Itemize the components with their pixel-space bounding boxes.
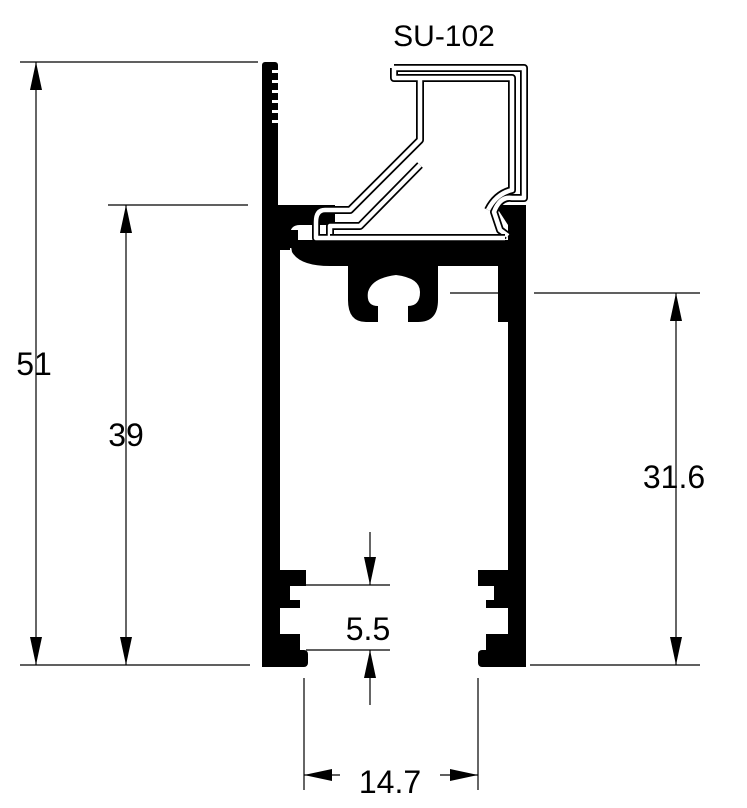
left-flange <box>262 62 278 212</box>
right-wall <box>508 205 526 667</box>
flange-notches <box>272 70 278 123</box>
bottom-right-bar <box>478 650 526 667</box>
dim-label-right-height: 31.6 <box>643 459 705 495</box>
inner-right-stub <box>498 262 508 322</box>
dim-label-inner-height: 39 <box>108 417 144 453</box>
extension-lines <box>20 61 700 790</box>
dim-label-overall-height: 51 <box>16 346 52 382</box>
left-slot-group <box>262 570 306 650</box>
horizontal-web <box>290 240 508 266</box>
dimension-51 <box>30 62 42 665</box>
inner-left-stub <box>288 230 298 248</box>
dimension-14-7 <box>304 769 478 781</box>
top-right-lip <box>495 205 526 225</box>
dimension-31-6 <box>670 293 682 665</box>
aluminum-profile <box>262 62 526 667</box>
screw-boss <box>348 262 438 322</box>
dim-label-slot-gap: 5.5 <box>346 611 390 647</box>
right-slot-group <box>478 570 526 650</box>
part-code-label: SU-102 <box>393 20 495 53</box>
bottom-left-bar <box>262 650 308 667</box>
dimension-39 <box>120 205 132 665</box>
left-wall <box>262 205 280 667</box>
dim-label-bottom-width: 14.7 <box>359 764 421 800</box>
dimension-5-5 <box>364 532 376 705</box>
su102-insert <box>312 64 528 242</box>
